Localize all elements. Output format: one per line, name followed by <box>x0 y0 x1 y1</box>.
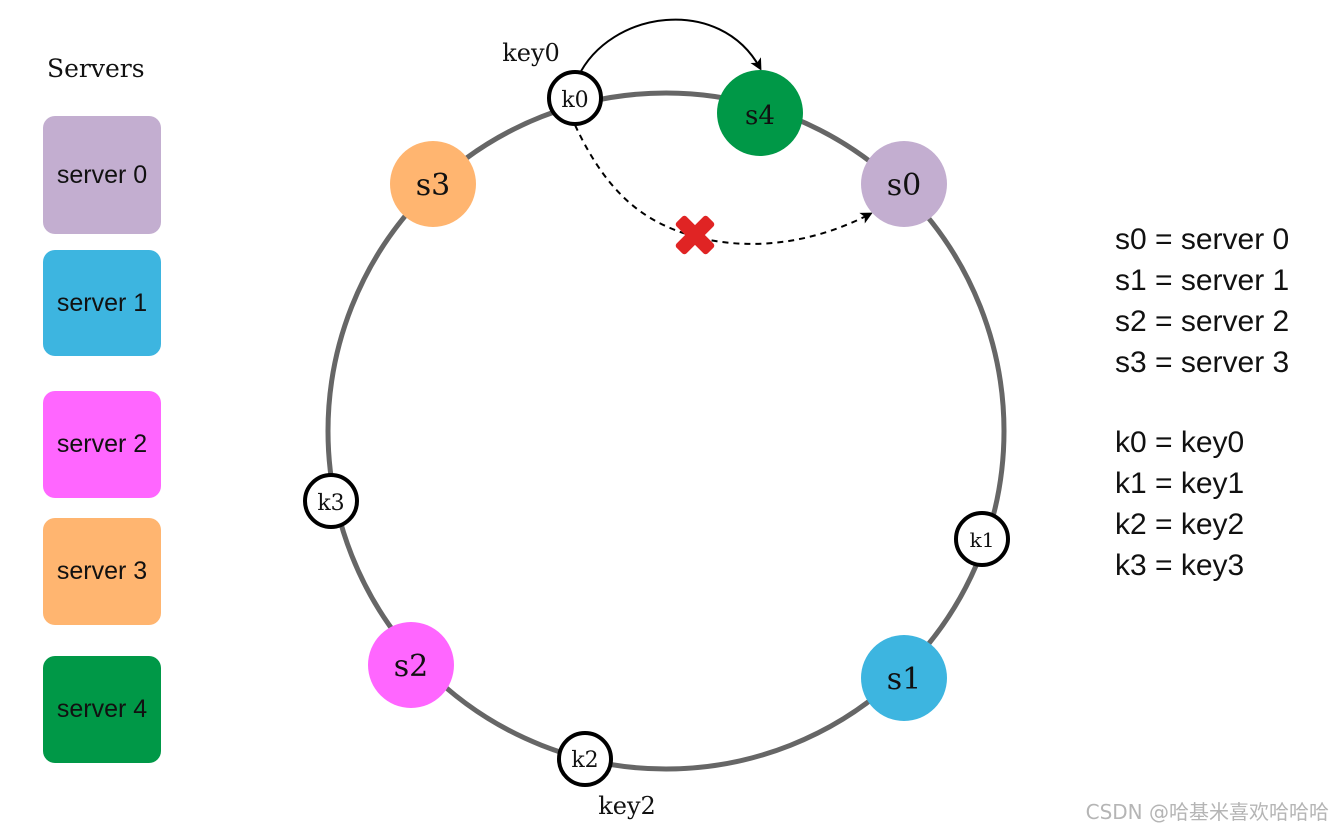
ring-key-k3: k3 <box>303 473 359 529</box>
legend-server-1: server 1 <box>43 250 161 356</box>
legend-title: Servers <box>47 54 145 83</box>
definition-k1: k1 = key1 <box>1115 467 1245 500</box>
ring-key-k1: k1 <box>954 511 1010 567</box>
hash-ring <box>325 90 1007 772</box>
ring-key-k0-label: k0 <box>561 88 588 113</box>
legend-server-3-label: server 3 <box>56 557 148 585</box>
ring-server-s2-label: s2 <box>394 649 428 684</box>
key-definitions: k0 = key0 k1 = key1 k2 = key2 k3 = key3 <box>1115 422 1244 586</box>
ring-server-s0-label: s0 <box>887 168 921 203</box>
ring-key-k0: k0 <box>547 70 603 126</box>
ring-server-s4: s4 <box>717 70 803 156</box>
ring-key-k2-label: k2 <box>571 748 598 773</box>
legend-server-0: server 0 <box>43 116 161 234</box>
definition-s3: s3 = server 3 <box>1115 346 1290 379</box>
ring-key-k0-caption: key0 <box>502 39 560 67</box>
ring-server-s2: s2 <box>368 622 454 708</box>
legend-server-4-label: server 4 <box>56 695 148 723</box>
ring-server-s1: s1 <box>861 635 947 721</box>
definition-k0: k0 = key0 <box>1115 426 1245 459</box>
legend-server-2-label: server 2 <box>56 430 148 458</box>
arrow-k0-to-s4 <box>577 18 762 78</box>
legend-server-2: server 2 <box>43 391 161 498</box>
definition-s0: s0 = server 0 <box>1115 223 1290 256</box>
removed-route-x-icon <box>675 215 715 255</box>
definition-s2: s2 = server 2 <box>1115 305 1290 338</box>
legend-server-3: server 3 <box>43 518 161 625</box>
ring-key-k2-caption: key2 <box>598 792 656 820</box>
definition-s1: s1 = server 1 <box>1115 264 1290 297</box>
ring-key-k1-label: k1 <box>970 528 995 552</box>
ring-server-s4-label: s4 <box>745 101 775 131</box>
ring-key-k3-label: k3 <box>317 491 344 516</box>
legend-server-1-label: server 1 <box>56 288 148 317</box>
watermark: CSDN @哈基米喜欢哈哈哈 <box>1085 800 1329 824</box>
ring-server-s3: s3 <box>390 141 476 227</box>
server-definitions: s0 = server 0 s1 = server 1 s2 = server … <box>1115 219 1289 383</box>
ring-key-k2: k2 <box>557 731 613 787</box>
definition-k2: k2 = key2 <box>1115 508 1245 541</box>
dashed-arrow-k0-to-s0 <box>574 124 873 245</box>
legend-server-0-label: server 0 <box>56 160 148 189</box>
ring-server-s3-label: s3 <box>416 168 450 203</box>
ring-server-s1-label: s1 <box>887 662 921 697</box>
ring-server-s0: s0 <box>861 141 947 227</box>
legend-server-4: server 4 <box>43 656 161 763</box>
definition-k3: k3 = key3 <box>1115 549 1245 582</box>
